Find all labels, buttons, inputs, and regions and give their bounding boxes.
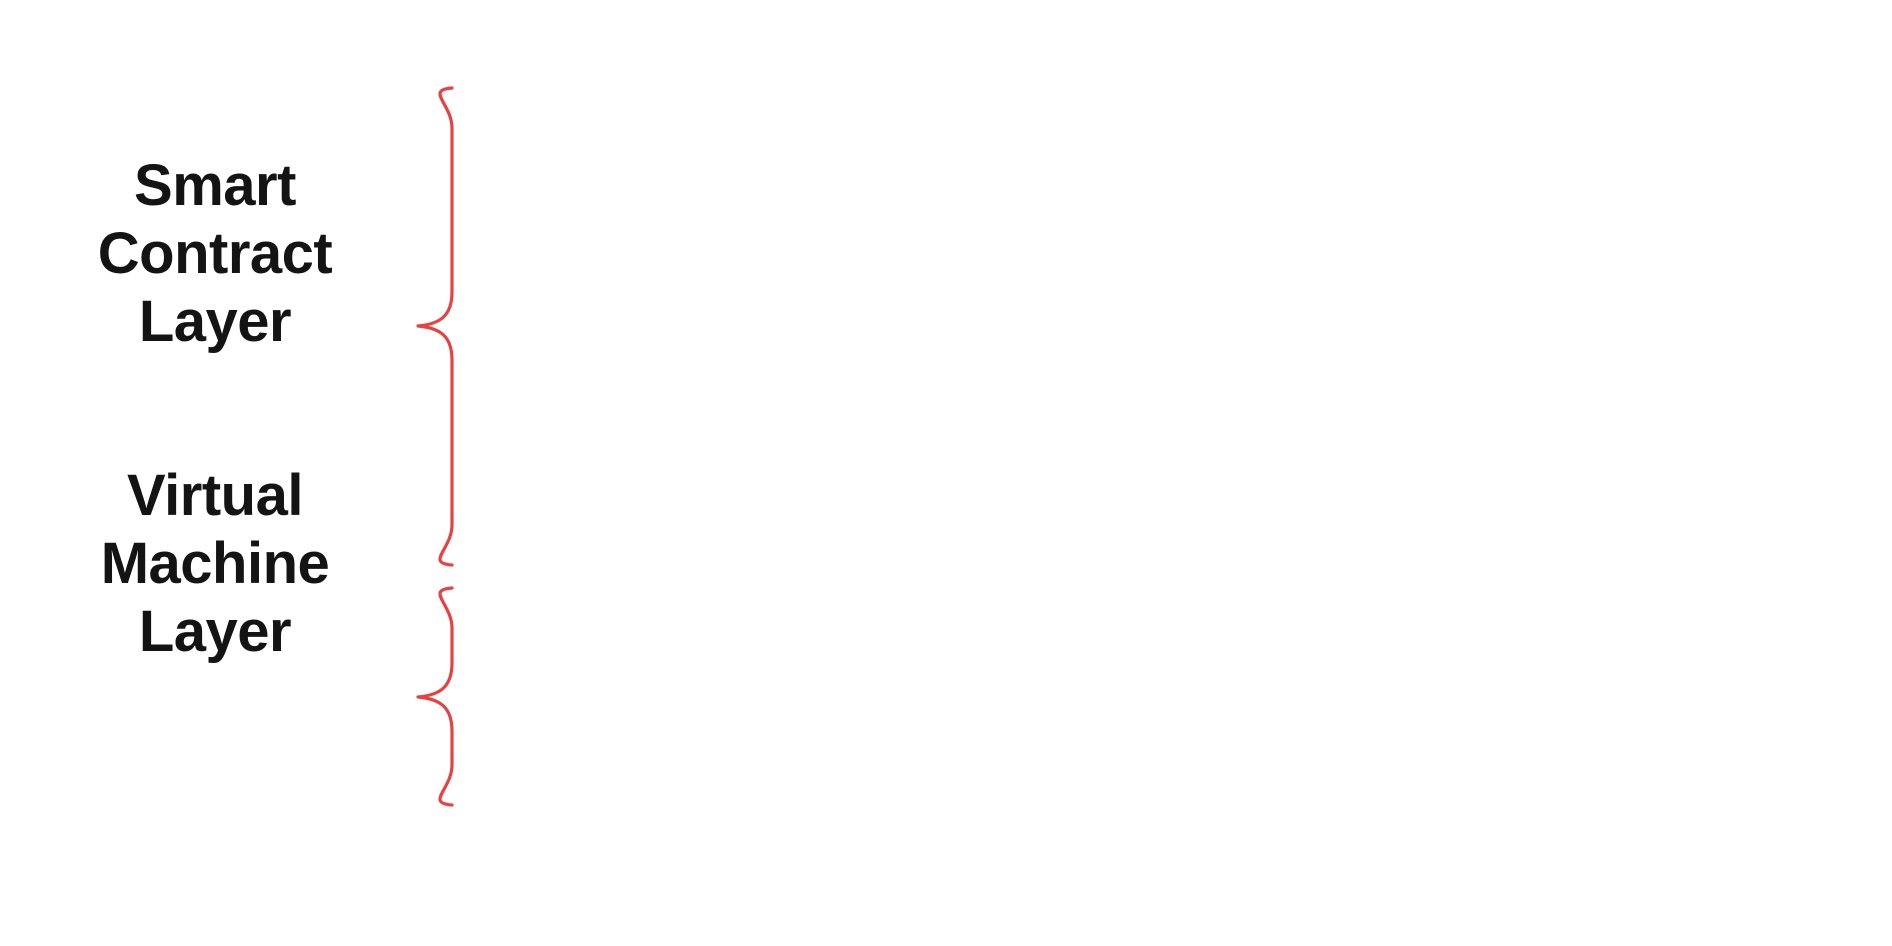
box-cross-l1-dapp[interactable]: Cross-L1 dApp	[637, 166, 1018, 227]
layer-label-smart-contract: Smart Contract Layer	[97, 153, 333, 354]
box-icm[interactable]: ICM	[1102, 662, 1216, 731]
brace-virtual-machine-layer	[416, 586, 454, 807]
brace-smart-contract-layer	[416, 86, 454, 567]
layer-label-virtual-machine: Virtual Machine Layer	[100, 463, 330, 664]
box-icm-contracts[interactable]: ICM Contracts	[952, 418, 1366, 487]
box-ictt[interactable]: ICTT	[1419, 162, 1556, 231]
